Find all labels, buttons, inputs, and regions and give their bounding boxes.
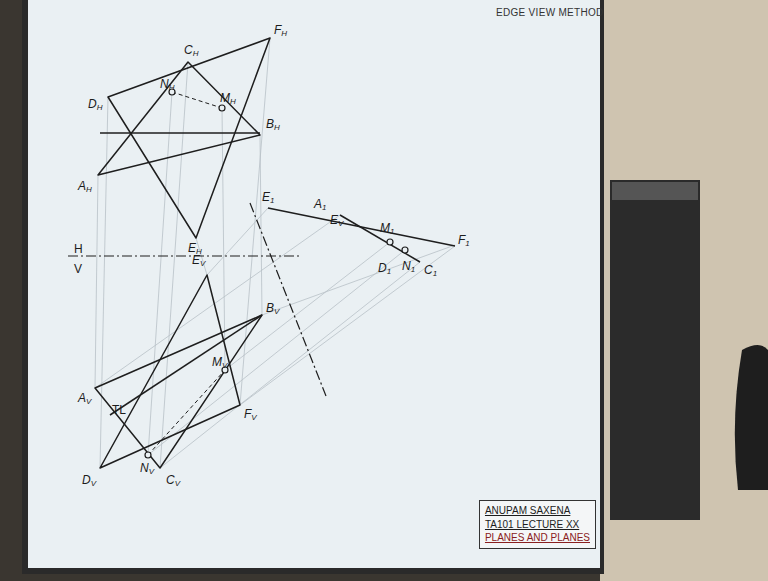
point-label: F1 [458,234,470,248]
point-label: A1 [314,198,326,212]
point-label: CV [166,474,180,488]
point-label: N1 [402,260,415,274]
point-label: C1 [424,264,437,278]
point-label: BH [266,118,280,132]
point-label: NH [160,78,174,92]
point-label: MV [212,356,227,370]
point-label: V [74,263,82,275]
point-label: EV [330,214,343,228]
point-label: TL [112,404,126,416]
point-label: MH [220,92,236,106]
point-label: M1 [380,222,394,236]
point-label: H [74,243,83,255]
point-label: FV [244,408,257,422]
point-label: D1 [378,262,391,276]
point-label: NV [140,462,154,476]
credit-line: TA101 LECTURE XX [485,518,590,532]
credit-line: PLANES AND PLANES [485,531,590,545]
credit-line: ANUPAM SAXENA [485,504,590,518]
credit-box: ANUPAM SAXENATA101 LECTURE XXPLANES AND … [479,500,596,549]
point-label: AV [78,392,91,406]
slide-title: EDGE VIEW METHOD [496,8,604,18]
point-label: DH [88,98,102,112]
point-label: CH [184,44,198,58]
point-label: AH [78,180,92,194]
point-label: E1 [262,191,274,205]
point-label: FH [274,24,287,38]
point-label: BV [266,302,279,316]
point-label: EV [192,254,205,268]
point-label: DV [82,474,96,488]
